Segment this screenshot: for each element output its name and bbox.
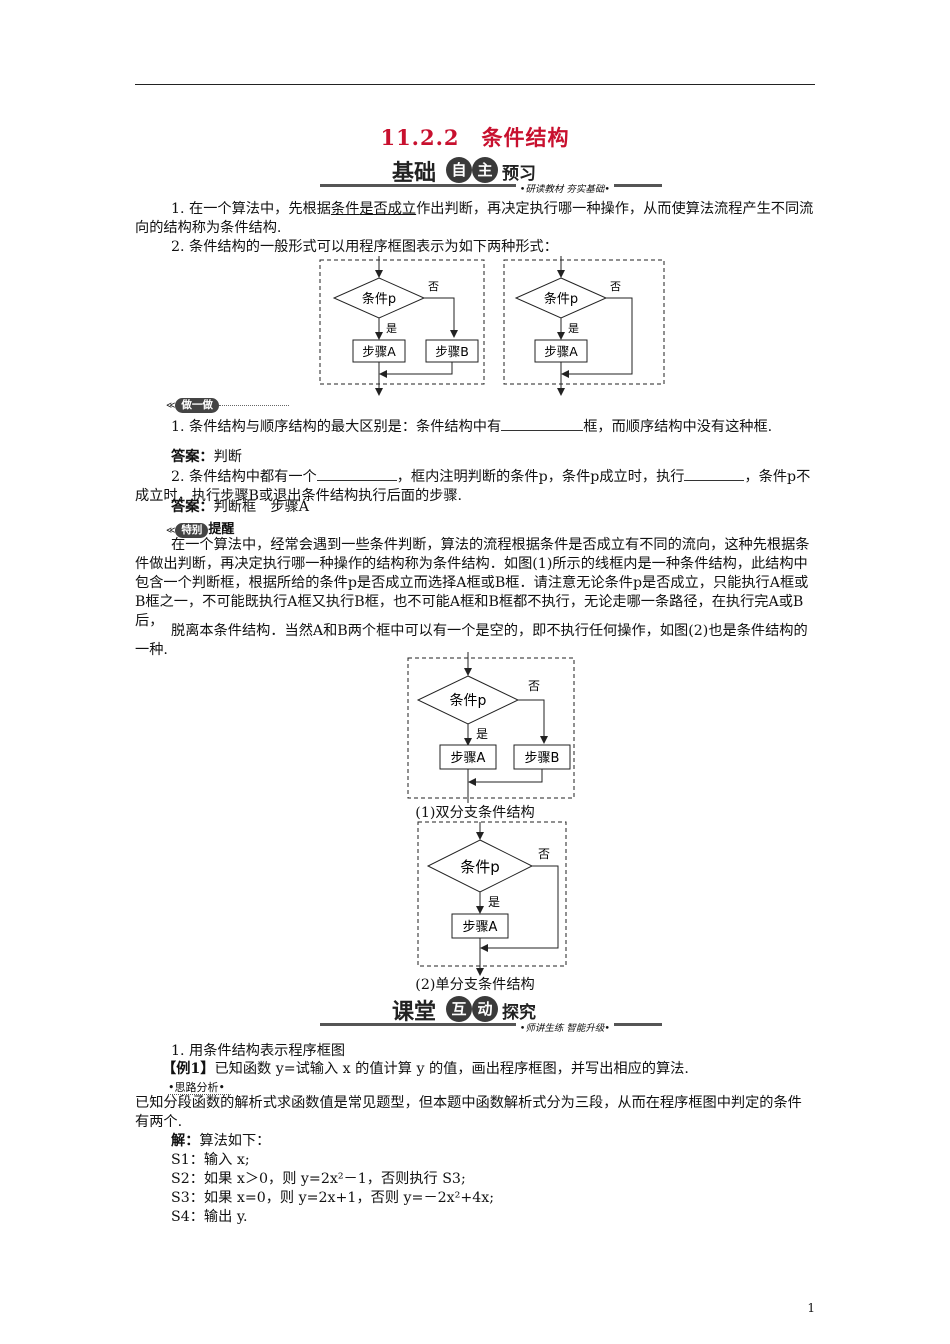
- svg-text:步骤A: 步骤A: [362, 344, 396, 359]
- algorithm-step: S4：输出 y.: [171, 1209, 248, 1225]
- algorithm-step: S2：如果 x＞0，则 y=2x²－1，否则执行 S3;: [171, 1171, 466, 1187]
- intro-paragraph-2: 2. 条件结构的一般形式可以用程序框图表示为如下两种形式：: [171, 239, 558, 255]
- banner-text-2: 预习: [502, 164, 536, 184]
- svg-text:是: 是: [386, 322, 397, 335]
- practice-question-2: 2. 条件结构中都有一个，框内注明判断的条件p，条件p成立时，执行，条件p不成立…: [135, 466, 815, 506]
- flowchart-double-branch: 条件p 否 是 步骤A 步骤B: [407, 652, 575, 803]
- page-title: 11.2.2 条件结构: [380, 125, 570, 150]
- banner-circle-1: 自: [446, 157, 472, 183]
- algorithm-step: S3：如果 x=0，则 y=2x+1，否则 y=－2x²+4x;: [171, 1190, 495, 1206]
- svg-text:步骤B: 步骤B: [435, 344, 469, 359]
- banner-circle-1: 互: [446, 996, 472, 1022]
- banner-band: [320, 184, 662, 187]
- solution-intro: 解：算法如下：: [171, 1133, 271, 1149]
- flowchart-pair: 条件p 否 是 步骤A 步骤B 条件p 否 是 步骤A: [319, 256, 665, 396]
- section-banner-explore: 课堂 互 动 探究 •师讲生练 智能升级•: [320, 994, 662, 1034]
- svg-text:条件p: 条件p: [450, 692, 487, 709]
- section2-heading: 1. 用条件结构表示程序框图: [171, 1043, 346, 1059]
- reminder-tag: ≪特别提醒: [166, 522, 235, 538]
- banner-band: [320, 1023, 662, 1026]
- algorithm-step: S1：输入 x;: [171, 1152, 250, 1168]
- svg-text:步骤A: 步骤A: [463, 920, 498, 935]
- svg-text:步骤B: 步骤B: [525, 751, 560, 766]
- practice-answer-2: 答案：判断框 步骤A: [171, 499, 309, 515]
- svg-text:是: 是: [476, 727, 488, 741]
- banner-text-2: 探究: [502, 1003, 536, 1023]
- svg-text:条件p: 条件p: [544, 291, 578, 307]
- analysis-text: 已知分段函数的解析式求函数值是常见题型，但本题中函数解析式分为三段，从而在程序框…: [135, 1095, 802, 1130]
- reminder-pill: 特别: [175, 523, 209, 538]
- dashed-frame-left: [319, 259, 485, 385]
- reminder-paragraph-2: 脱离本条件结构．当然A和B两个框中可以有一个是空的，即不执行任何操作，如图(2)…: [135, 623, 808, 658]
- svg-text:否: 否: [528, 679, 540, 693]
- example-1: 【例1】已知函数 y=试输入 x 的值计算 y 的值，画出程序框图，并写出相应的…: [162, 1061, 689, 1077]
- banner-circle-2: 动: [472, 996, 498, 1022]
- svg-text:是: 是: [568, 322, 579, 335]
- svg-text:否: 否: [610, 280, 621, 293]
- banner-text-1: 课堂: [392, 1000, 437, 1025]
- banner-text-1: 基础: [392, 161, 437, 186]
- banner-circle-2: 主: [472, 157, 498, 183]
- flowchart-single-branch: 条件p 否 是 步骤A: [417, 821, 567, 976]
- svg-text:步骤A: 步骤A: [451, 751, 486, 766]
- banner-subtitle: •研读教材 夯实基础•: [515, 181, 614, 195]
- svg-text:步骤A: 步骤A: [544, 344, 578, 359]
- svg-text:条件p: 条件p: [460, 858, 500, 876]
- figure-caption-2: (2)单分支条件结构: [415, 977, 535, 993]
- condition-label: 条件p: [362, 291, 396, 307]
- header-rule: [135, 84, 815, 85]
- analysis-tag: •思路分析•: [168, 1078, 368, 1097]
- practice-pill: 做一做: [175, 398, 219, 413]
- dashed-frame-right: [503, 259, 665, 385]
- practice-answer-1: 答案：判断: [171, 449, 242, 465]
- intro-paragraph-1: 1. 在一个算法中，先根据条件是否成立作出判断，再决定执行哪一种操作，从而使算法…: [135, 201, 814, 236]
- banner-subtitle: •师讲生练 智能升级•: [515, 1020, 614, 1034]
- svg-text:是: 是: [488, 895, 500, 909]
- reminder-paragraph-1: 在一个算法中，经常会遇到一些条件判断，算法的流程根据条件是否成立有不同的流向，这…: [135, 537, 810, 629]
- page-number: 1: [807, 1301, 815, 1315]
- figure-caption-1: (1)双分支条件结构: [415, 805, 535, 821]
- section-banner-preview: 基础 自 主 预习 •研读教材 夯实基础•: [320, 155, 662, 195]
- practice-question-1: 1. 条件结构与顺序结构的最大区别是：条件结构中有框，而顺序结构中没有这种框.: [135, 416, 815, 437]
- svg-text:否: 否: [428, 280, 439, 293]
- practice-tag: ≪做一做: [166, 398, 289, 414]
- svg-text:否: 否: [538, 847, 550, 861]
